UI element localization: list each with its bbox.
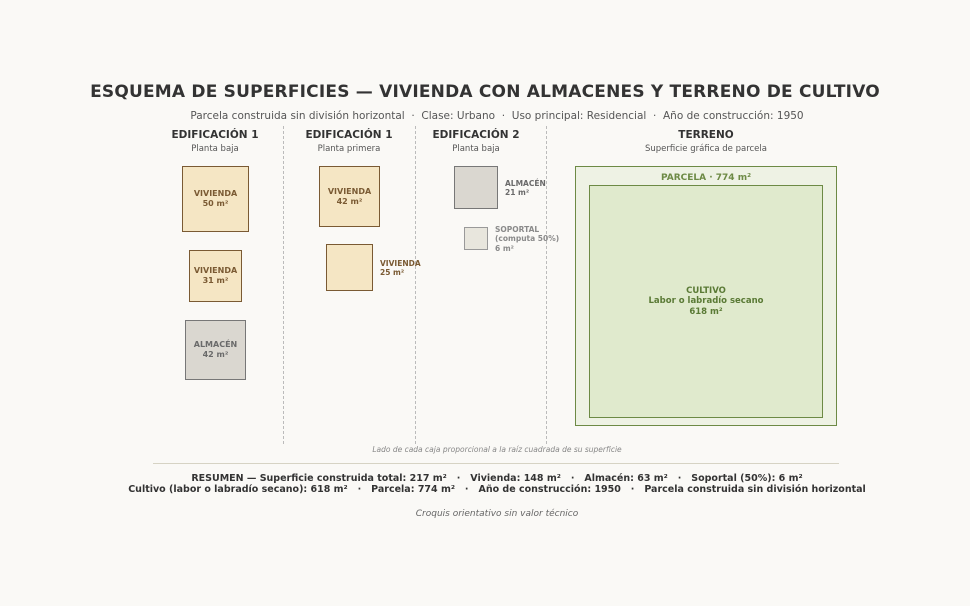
summary-divider — [153, 463, 839, 464]
summary-line-2: Cultivo (labor o labradío secano): 618 m… — [128, 484, 866, 495]
cultivo-name: CULTIVO — [686, 285, 726, 296]
unit-name: ALMACÉN — [193, 340, 238, 350]
column-sub-ed1-pp: Planta primera — [317, 144, 381, 154]
column-sub-ed2-pb: Planta baja — [452, 144, 500, 154]
unit-area: 31 m² — [202, 276, 229, 285]
unit-area: 21 m² — [505, 188, 530, 198]
unit-area: 6 m² — [495, 243, 514, 253]
column-heading-ed2-pb: EDIFICACIÓN 2 — [432, 129, 520, 141]
unit-name: SOPORTAL — [495, 225, 540, 234]
column-divider — [546, 126, 547, 444]
unit-name: VIVIENDA — [193, 266, 238, 276]
footer-note: Croquis orientativo sin valor técnico — [415, 509, 579, 519]
unit-box-soportal — [464, 227, 488, 250]
cultivo-area: 618 m² — [689, 306, 723, 317]
parcela-label: PARCELA · 774 m² — [660, 173, 752, 183]
unit-box-vivienda — [326, 244, 373, 291]
unit-area: 25 m² — [380, 268, 405, 278]
unit-name: VIVIENDA — [327, 186, 372, 196]
unit-box-almacen: ALMACÉN 42 m² — [185, 320, 246, 380]
column-heading-terreno: TERRENO — [678, 129, 734, 141]
column-heading-ed1-pb: EDIFICACIÓN 1 — [171, 129, 259, 141]
column-divider — [283, 126, 284, 444]
cultivo-box: CULTIVO Labor o labradío secano 618 m² — [589, 185, 823, 418]
unit-name: VIVIENDA — [380, 259, 421, 268]
unit-side-label: SOPORTAL (computa 50%) 6 m² — [495, 225, 559, 253]
unit-area: 42 m² — [336, 196, 363, 206]
unit-name: VIVIENDA — [193, 189, 238, 199]
summary-line-1: RESUMEN — Superficie construida total: 2… — [191, 473, 803, 484]
unit-box-vivienda: VIVIENDA 50 m² — [182, 166, 249, 232]
unit-name: ALMACÉN — [505, 179, 546, 188]
unit-area: 42 m² — [202, 350, 229, 359]
column-sub-ed1-pb: Planta baja — [191, 144, 239, 154]
page-subtitle: Parcela construida sin división horizont… — [190, 110, 804, 122]
unit-box-vivienda: VIVIENDA 42 m² — [319, 166, 380, 227]
unit-area: 50 m² — [202, 199, 229, 208]
unit-note: (computa 50%) — [495, 234, 560, 244]
page-title: ESQUEMA DE SUPERFICIES — VIVIENDA CON AL… — [90, 82, 880, 102]
unit-side-label: ALMACÉN 21 m² — [505, 179, 546, 198]
unit-side-label: VIVIENDA 25 m² — [380, 259, 421, 278]
unit-box-vivienda: VIVIENDA 31 m² — [189, 250, 242, 302]
cultivo-desc: Labor o labradío secano — [648, 296, 764, 307]
column-heading-ed1-pp: EDIFICACIÓN 1 — [305, 129, 393, 141]
scale-caption: Lado de cada caja proporcional a la raíz… — [372, 445, 622, 454]
unit-box-almacen — [454, 166, 498, 209]
column-divider — [415, 126, 416, 444]
column-sub-terreno: Superficie gráfica de parcela — [645, 144, 767, 154]
